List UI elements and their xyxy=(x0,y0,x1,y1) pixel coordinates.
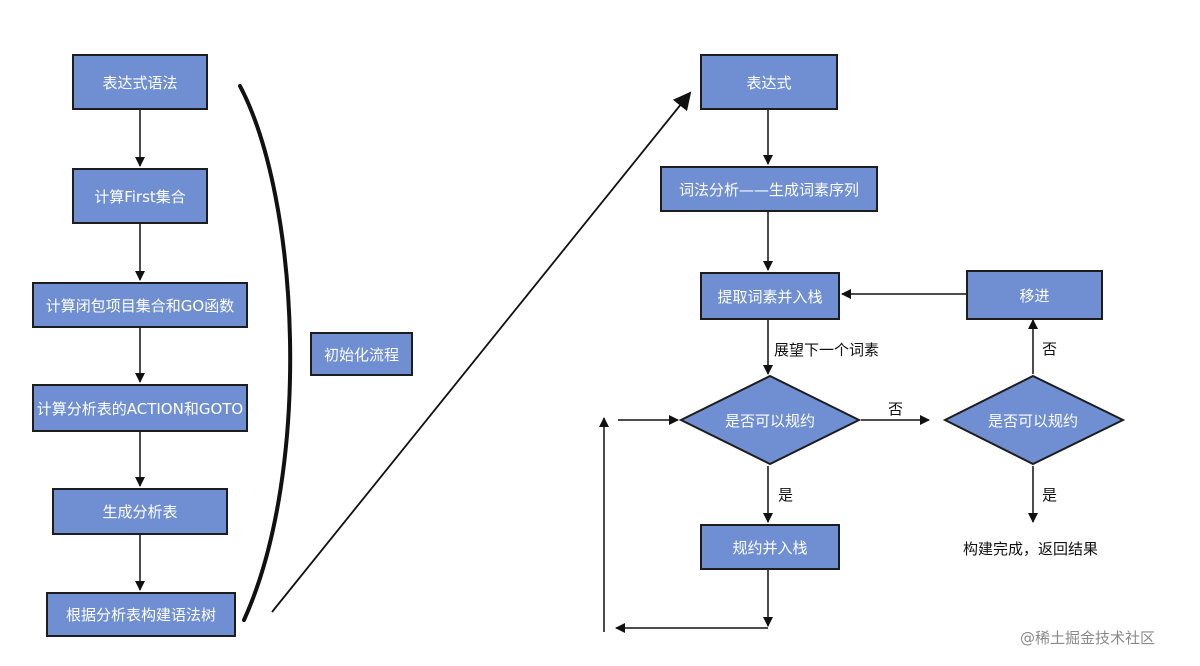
step-closure-go: 计算闭包项目集合和GO函数 xyxy=(32,282,248,328)
decision-label-1: 是否可以规约 xyxy=(724,411,815,430)
group-brace xyxy=(238,84,293,622)
group-label-init: 初始化流程 xyxy=(310,332,413,376)
label-yes-1: 是 xyxy=(778,486,794,504)
decision-can-reduce-2 xyxy=(942,374,1126,466)
step-expression-grammar: 表达式语法 xyxy=(72,54,208,110)
node-push-token: 提取词素并入栈 xyxy=(700,272,840,320)
decision-can-reduce-1 xyxy=(678,374,862,466)
label-done: 构建完成，返回结果 xyxy=(963,540,1099,558)
node-expression: 表达式 xyxy=(700,54,838,110)
label-lookahead: 展望下一个词素 xyxy=(774,341,880,359)
label-no-1: 否 xyxy=(888,400,904,418)
step-action-goto: 计算分析表的ACTION和GOTO xyxy=(32,384,248,432)
step-gen-table: 生成分析表 xyxy=(52,488,228,535)
right-flow-arrows xyxy=(599,110,1038,633)
step-compute-first: 计算First集合 xyxy=(72,168,208,224)
step-build-tree: 根据分析表构建语法树 xyxy=(46,592,236,637)
label-yes-2: 是 xyxy=(1042,486,1058,504)
arrow-to-expression xyxy=(271,91,692,613)
node-reduce-push: 规约并入栈 xyxy=(700,524,840,570)
watermark: @稀土掘金技术社区 xyxy=(1020,629,1156,647)
label-no-2: 否 xyxy=(1042,340,1058,358)
decision-label-2: 是否可以规约 xyxy=(987,411,1078,430)
node-shift: 移进 xyxy=(966,270,1103,320)
node-lexer: 词法分析——生成词素序列 xyxy=(660,166,878,212)
